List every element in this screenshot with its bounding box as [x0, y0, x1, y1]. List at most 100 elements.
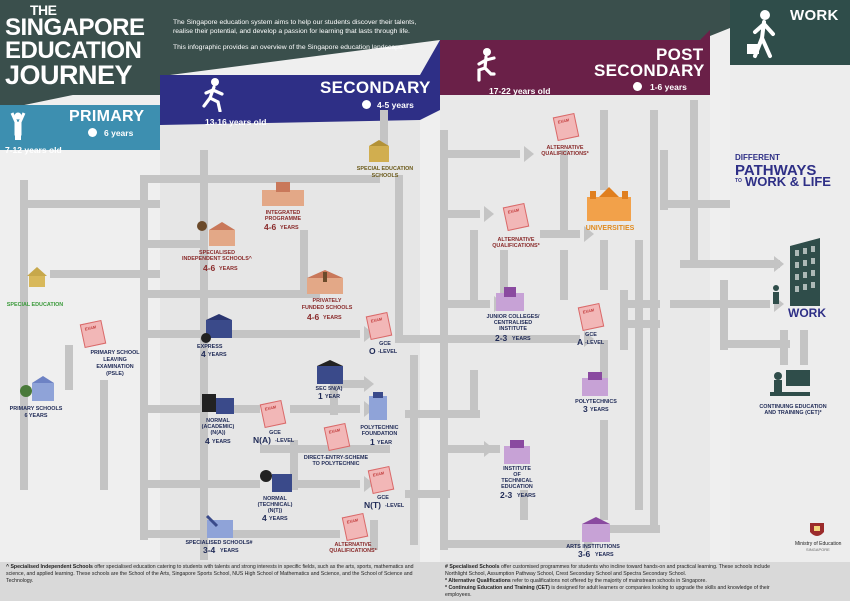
junior-college-building-icon	[496, 287, 524, 311]
polytechnic-foundation-building-icon	[369, 392, 387, 420]
exam-label: EXAM	[328, 427, 341, 435]
specialised-independent-years: 4-6	[203, 263, 216, 273]
title-line-4: JOURNEY	[5, 60, 133, 90]
primary-school-building-icon	[20, 376, 54, 401]
integrated-programme-name-1: INTEGRATED	[265, 210, 301, 216]
special-education-label: SPECIAL EDUCATION	[6, 302, 64, 308]
intro-line-1: The Singapore education system aims to h…	[173, 19, 417, 26]
polytechnic-foundation-name-2: FOUNDATION	[361, 431, 398, 437]
footnote-left: ^ Specialised Independent Schools offer …	[6, 564, 424, 585]
privately-funded-schools-icon	[307, 270, 343, 294]
person-raising-arms-icon	[10, 112, 26, 140]
header-band	[0, 0, 850, 110]
polytechnics-unit: YEARS	[590, 407, 609, 413]
post-secondary-heading-2: SECONDARY	[594, 61, 705, 80]
footnote-right: # Specialised Schools offer customised p…	[445, 564, 790, 599]
gce-a-exam-paper-icon: EXAM	[577, 302, 605, 332]
post-secondary-duration: 1-6 years	[650, 82, 687, 92]
gce-nt-suffix: -LEVEL	[385, 503, 405, 509]
gce-na-prefix: GCE	[269, 430, 281, 436]
pathways-line-4: WORK & LIFE	[745, 174, 831, 189]
work-heading: WORK	[790, 7, 839, 24]
arts-name: ARTS INSTITUTIONS	[566, 544, 620, 550]
primary-schools-label: PRIMARY SCHOOLS	[9, 406, 63, 412]
footnote-r3: * Continuing Education and Training (CET…	[445, 585, 790, 599]
pathways-line-2: PATHWAYS	[735, 162, 817, 179]
polytechnic-foundation-unit: YEAR	[377, 440, 392, 446]
universities-label: UNIVERSITIES	[585, 225, 635, 232]
jc-name-1: JUNIOR COLLEGES/	[486, 314, 540, 320]
alt-quals-post-mid-name-1: ALTERNATIVE	[497, 237, 535, 243]
sec5-name: SEC 5N(A)	[315, 386, 343, 392]
jc-unit: YEARS	[512, 336, 531, 342]
ite-name-3: TECHNICAL	[501, 478, 533, 484]
integrated-programme-building-icon	[262, 182, 304, 206]
alt-quals-sec-name-1: ALTERNATIVE	[334, 542, 372, 548]
cet-name-2: AND TRAINING (CET)*	[764, 410, 822, 416]
express-name: EXPRESS	[197, 344, 223, 350]
secondary-age: 13-16 years old	[205, 117, 267, 127]
polytechnic-foundation-name-1: POLYTECHNIC	[360, 425, 399, 431]
gce-nt-exam-paper-icon: EXAM	[367, 465, 395, 495]
special-education-schools-icon	[369, 140, 389, 162]
pathways-line-3: TO	[735, 178, 742, 184]
alt-quals-post-mid-name-2: QUALIFICATIONS*	[492, 243, 540, 249]
primary-schools-years: 6 YEARS	[24, 413, 48, 419]
intro-line-2: realise their potential, and develop a p…	[173, 28, 410, 35]
alt-quals-sec-exam-paper-icon: EXAM	[341, 512, 369, 542]
person-walking-briefcase-icon	[747, 10, 775, 58]
specialised-independent-unit: YEARS	[219, 266, 238, 272]
footnote-r2-term: * Alternative Qualifications	[445, 578, 511, 585]
footnote-left-text: offer specialised education catering to …	[6, 564, 414, 585]
special-education-house-icon	[27, 267, 47, 287]
footnote-r1-term: # Specialised Schools	[445, 564, 500, 570]
express-years: 4	[201, 349, 206, 359]
express-school-icon	[201, 314, 232, 343]
footer-band	[0, 562, 850, 601]
post-secondary-age: 17-22 years old	[489, 86, 551, 96]
sec5-school-icon	[317, 360, 343, 384]
arts-years: 3-6	[578, 549, 591, 559]
alt-quals-post-mid-exam-paper-icon: EXAM	[502, 202, 530, 232]
gce-a-level: A	[577, 337, 584, 347]
jc-name-3: INSTITUTE	[499, 326, 527, 332]
exam-label: EXAM	[557, 117, 570, 125]
express-unit: YEARS	[208, 352, 227, 358]
normal-academic-name-1: NORMAL	[206, 418, 230, 424]
footnote-r2-text: refer to qualifications not offered by t…	[510, 578, 707, 585]
specialised-independent-schools-icon	[197, 221, 235, 246]
alt-quals-sec-name-2: QUALIFICATIONS*	[329, 548, 377, 554]
specialised-independent-name-2: INDEPENDENT SCHOOLS^	[182, 256, 252, 262]
specialised-schools-name: SPECIALISED SCHOOLS#	[185, 540, 253, 546]
clock-icon	[633, 82, 642, 91]
privately-funded-name-1: PRIVATELY	[312, 298, 342, 304]
psle-line-4: (PSLE)	[106, 371, 124, 377]
secondary-heading: SECONDARY	[320, 78, 431, 97]
gce-o-suffix: -LEVEL	[378, 349, 398, 355]
ministry-sub: SINGAPORE	[806, 547, 830, 552]
exam-label: EXAM	[346, 517, 359, 525]
specialised-independent-name-1: SPECIALISED	[199, 250, 235, 256]
post-secondary-band	[440, 30, 710, 95]
gce-nt-prefix: GCE	[377, 495, 389, 501]
arts-institutions-building-icon	[582, 517, 610, 542]
gce-o-exam-paper-icon: EXAM	[365, 311, 393, 341]
classroom-teacher-icon	[770, 370, 810, 396]
gce-nt-level: N(T)	[364, 500, 381, 510]
dsp-name-1: DIRECT-ENTRY-SCHEME	[303, 455, 369, 461]
ministry-name: Ministry of Education	[795, 541, 842, 547]
primary-heading: PRIMARY	[69, 108, 145, 125]
integrated-programme-name-2: PROGRAMME	[264, 216, 302, 222]
normal-academic-name-2: (ACADEMIC)	[201, 424, 235, 430]
privately-funded-name-2: FUNDED SCHOOLS	[301, 305, 353, 311]
gce-na-suffix: -LEVEL	[275, 438, 295, 444]
normal-academic-years: 4	[205, 436, 210, 446]
title-line-2: SINGAPORE	[5, 14, 145, 41]
polytechnics-building-icon	[582, 372, 608, 396]
pathways-line-1: DIFFERENT	[735, 153, 780, 162]
intro-line-3: This infographic provides an overview of…	[173, 44, 405, 51]
pathway-network	[20, 100, 808, 560]
polytechnic-foundation-years: 1	[370, 437, 375, 447]
specialised-schools-unit: YEARS	[220, 548, 239, 554]
normal-technical-unit: YEARS	[269, 516, 288, 522]
